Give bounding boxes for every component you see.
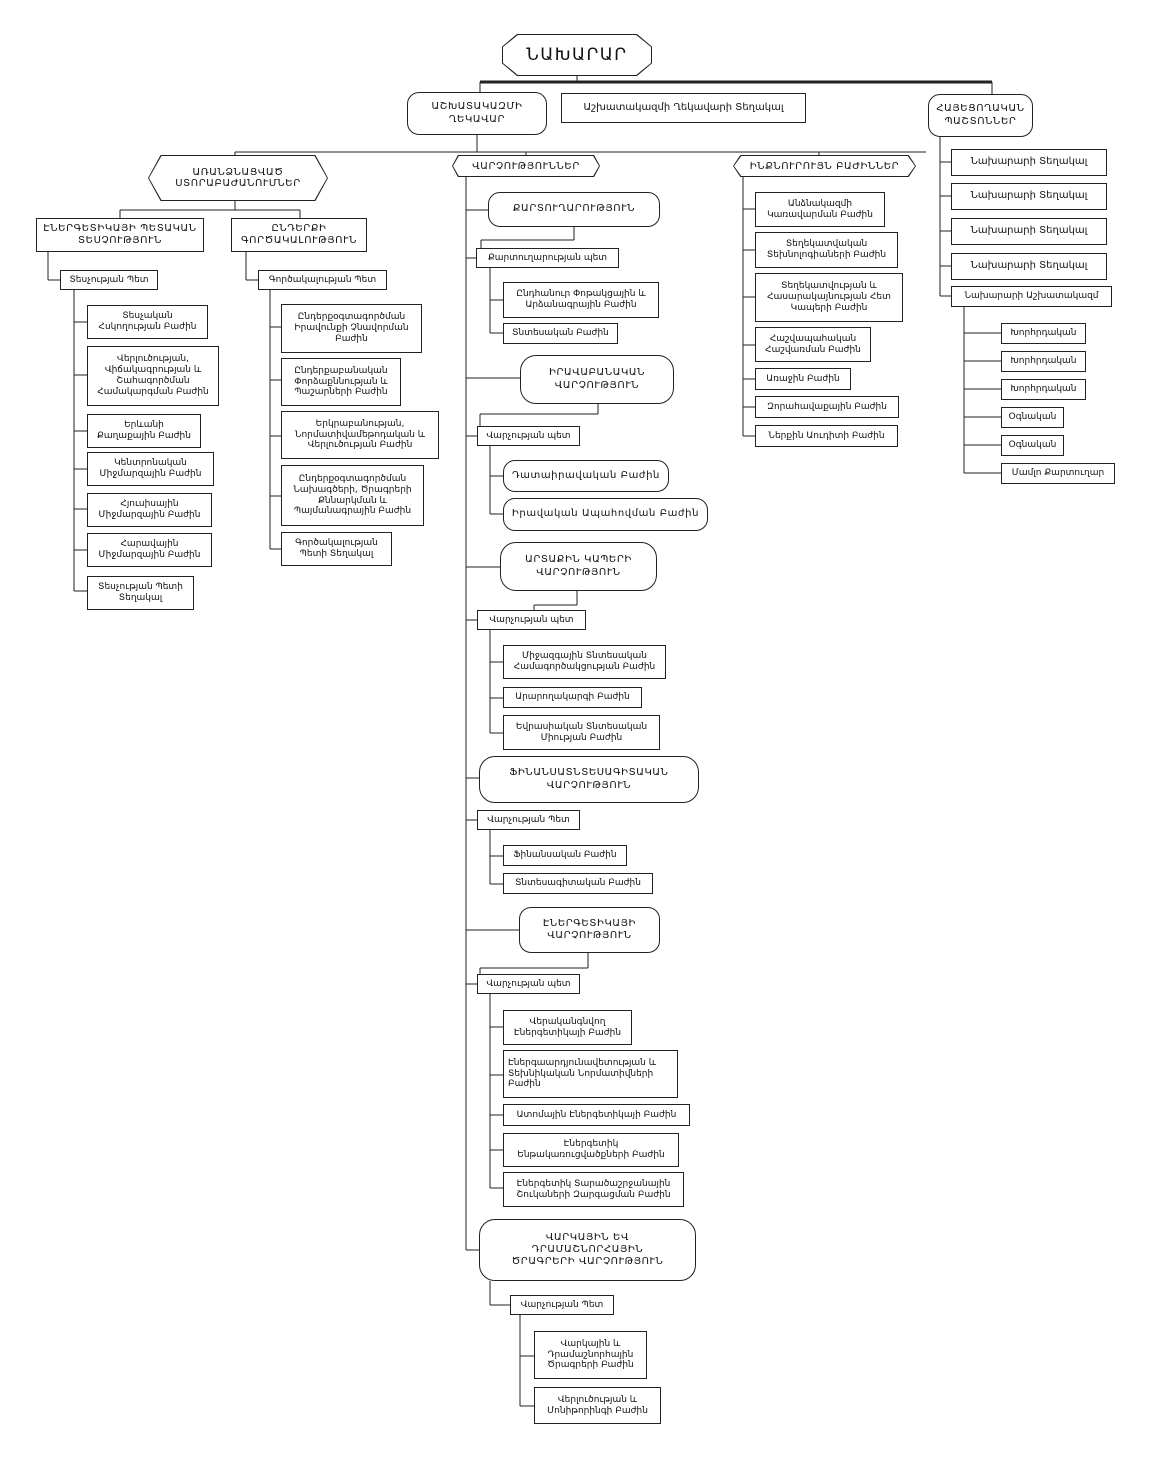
deputy-minister-box: Նախարարի Տեղակալ (951, 253, 1107, 280)
independent-division: Հաշվապահական Հաշվառման Բաժին (755, 327, 871, 362)
department-unit: Վերականգնվող Էներգետիկայի Բաժին (503, 1010, 632, 1045)
department-unit: Եվրասիական Տնտեսական Միության Բաժին (503, 715, 660, 750)
department-title: ԻՐԱՎԱԲԱՆԱԿԱՆ ՎԱՐՉՈՒԹՅՈՒՆ (520, 355, 674, 404)
department-unit: Վերլուծության և Մոնիթորինգի Բաժին (534, 1387, 661, 1424)
inspectorate-unit: Տեսչական Հսկողության Բաժին (87, 305, 208, 339)
independent-divisions-label: ԻՆՔՆՈՒՐՈՒՅՆ ԲԱԺԻՆՆԵՐ (734, 156, 915, 176)
inspectorate-head: Տեսչության Պետ (60, 270, 158, 290)
political-positions-box: ՀԱՅԵՑՈՂԱԿԱՆ ՊԱՇՏՈՆՆԵՐ (928, 94, 1033, 137)
department-unit: Էներգետիկ Տարածաշրջանային Շուկաների Զարգ… (503, 1172, 684, 1207)
minister-office-box: Նախարարի Աշխատակազմ (951, 286, 1112, 307)
department-unit: Տնտեսական Բաժին (503, 323, 618, 344)
inspectorate-unit: Կենտրոնական Միջմարզային Բաժին (87, 452, 214, 486)
department-head: Վարչության պետ (477, 974, 580, 994)
deputy-chief-of-staff-box: Աշխատակազմի Ղեկավարի Տեղակալ (561, 93, 806, 123)
minister-label: ՆԱԽԱՐԱՐ (503, 35, 651, 75)
departments-label: ՎԱՐՉՈՒԹՅՈՒՆՆԵՐ (453, 156, 599, 176)
office-staff-box: Խորհրդական (1001, 323, 1086, 344)
department-head: Վարչության պետ (477, 426, 580, 446)
department-title: ԷՆԵՐԳԵՏԻԿԱՅԻ ՎԱՐՉՈՒԹՅՈՒՆ (519, 907, 660, 953)
independent-division: Առաջին Բաժին (755, 368, 851, 390)
subsoil-agency-title: ԸՆԴԵՐՔԻ ԳՈՐԾԱԿԱԼՈՒԹՅՈՒՆ (231, 218, 367, 252)
independent-division: Զորահավաքային Բաժին (755, 396, 899, 418)
department-unit: Տնտեսագիտական Բաժին (503, 873, 653, 894)
office-staff-box: Խորհրդական (1001, 351, 1086, 372)
deputy-minister-box: Նախարարի Տեղակալ (951, 149, 1107, 176)
office-staff-box: Օգնական (1001, 407, 1064, 428)
department-title: ՎԱՐԿԱՅԻՆ ԵՎ ԴՐԱՄԱՇՆՈՐՀԱՅԻՆ ԾՐԱԳՐԵՐԻ ՎԱՐՉ… (479, 1219, 696, 1281)
separate-units-box: ԱՌԱՆՁՆԱՑՎԱԾ ՍՏՈՐԱԲԱԺԱՆՈՒՄՆԵՐ (148, 155, 328, 201)
independent-division: Ներքին Աուդիտի Բաժին (755, 425, 898, 447)
department-unit: Ընդհանուր Փոթակցային և Արձանագրային Բաժի… (503, 282, 659, 318)
subsoil-agency-head: Գործակալության Պետ (258, 270, 387, 290)
department-title: ՔԱՐՏՈՒՂԱՐՈՒԹՅՈՒՆ (488, 192, 660, 227)
subsoil-unit: Երկրաբանության, Նորմատիվամեթոդական և Վեր… (281, 411, 439, 459)
office-staff-box: Խորհրդական (1001, 379, 1086, 400)
office-staff-box: Մամլո Քարտուղար (1001, 463, 1115, 484)
department-unit: Ֆինանսական Բաժին (503, 845, 627, 866)
department-unit: Վարկային և Դրամաշնորհային Ծրագրերի Բաժին (534, 1331, 647, 1379)
department-title: ՖԻՆԱՆՍԱՏՆՏԵՍԱԳԻՏԱԿԱՆ ՎԱՐՉՈՒԹՅՈՒՆ (479, 756, 699, 803)
department-unit: Միջազգային Տնտեսական Համագործակցության Բ… (503, 645, 666, 679)
department-unit: Դատաիրավական Բաժին (503, 460, 669, 492)
department-head: Քարտուղարության պետ (476, 248, 619, 268)
department-unit: Էներգետիկ Ենթակառուցվածքների Բաժին (503, 1133, 679, 1167)
departments-box: ՎԱՐՉՈՒԹՅՈՒՆՆԵՐ (452, 155, 600, 177)
department-head: Վարչության Պետ (510, 1295, 614, 1315)
deputy-minister-box: Նախարարի Տեղակալ (951, 218, 1107, 245)
inspectorate-unit: Երևանի Քաղաքային Բաժին (87, 414, 201, 448)
chief-of-staff-box: ԱՇԽԱՏԱԿԱԶՄԻ ՂԵԿԱՎԱՐ (407, 92, 547, 135)
subsoil-unit: Ընդերքօգտագործման Նախագծերի, Ծրագրերի Քն… (281, 465, 424, 526)
department-head: Վարչության Պետ (477, 810, 580, 830)
department-unit: Արարողակարգի Բաժին (503, 687, 642, 708)
subsoil-unit: Ընդերքօգտագործման Իրավունքի Չնավորման Բա… (281, 304, 422, 353)
independent-division: Տեղեկատվության և Հասարակայնության Հետ Կա… (755, 273, 903, 322)
department-unit: Էներգաարդյունավետության և Տեխնիկական Նոր… (503, 1050, 678, 1098)
inspectorate-unit: Հարավային Միջմարզային Բաժին (87, 533, 212, 567)
minister-box: ՆԱԽԱՐԱՐ (502, 34, 652, 76)
inspectorate-unit: Վերլուծության, Վիճակագրության և Շահագործ… (87, 346, 219, 406)
independent-division: Տեղեկատվական Տեխնոլոգիաների Բաժին (755, 232, 898, 268)
inspectorate-title: ԷՆԵՐԳԵՏԻԿԱՅԻ ՊԵՏԱԿԱՆ ՏԵՍՉՈՒԹՅՈՒՆ (36, 218, 204, 252)
department-unit: Իրավական Ապահովման Բաժին (503, 498, 708, 531)
department-title: ԱՐՏԱՔԻՆ ԿԱՊԵՐԻ ՎԱՐՉՈՒԹՅՈՒՆ (500, 542, 657, 591)
inspectorate-unit: Հյուսիսային Միջմարզային Բաժին (87, 493, 212, 527)
independent-division: Անձնակազմի Կառավարման Բաժին (755, 192, 885, 227)
office-staff-box: Օգնական (1001, 435, 1064, 456)
inspectorate-deputy: Տեսչության Պետի Տեղակալ (87, 576, 194, 610)
department-head: Վարչության պետ (477, 610, 586, 630)
separate-units-label: ԱՌԱՆՁՆԱՑՎԱԾ ՍՏՈՐԱԲԱԺԱՆՈՒՄՆԵՐ (149, 156, 327, 200)
subsoil-deputy: Գործակալության Պետի Տեղակալ (281, 532, 392, 566)
deputy-minister-box: Նախարարի Տեղակալ (951, 183, 1107, 210)
department-unit: Ատոմային Էներգետիկայի Բաժին (503, 1104, 690, 1126)
subsoil-unit: Ընդերքաբանական Փորձաքննության և Պաշարներ… (281, 358, 401, 406)
independent-divisions-box: ԻՆՔՆՈՒՐՈՒՅՆ ԲԱԺԻՆՆԵՐ (733, 155, 916, 177)
